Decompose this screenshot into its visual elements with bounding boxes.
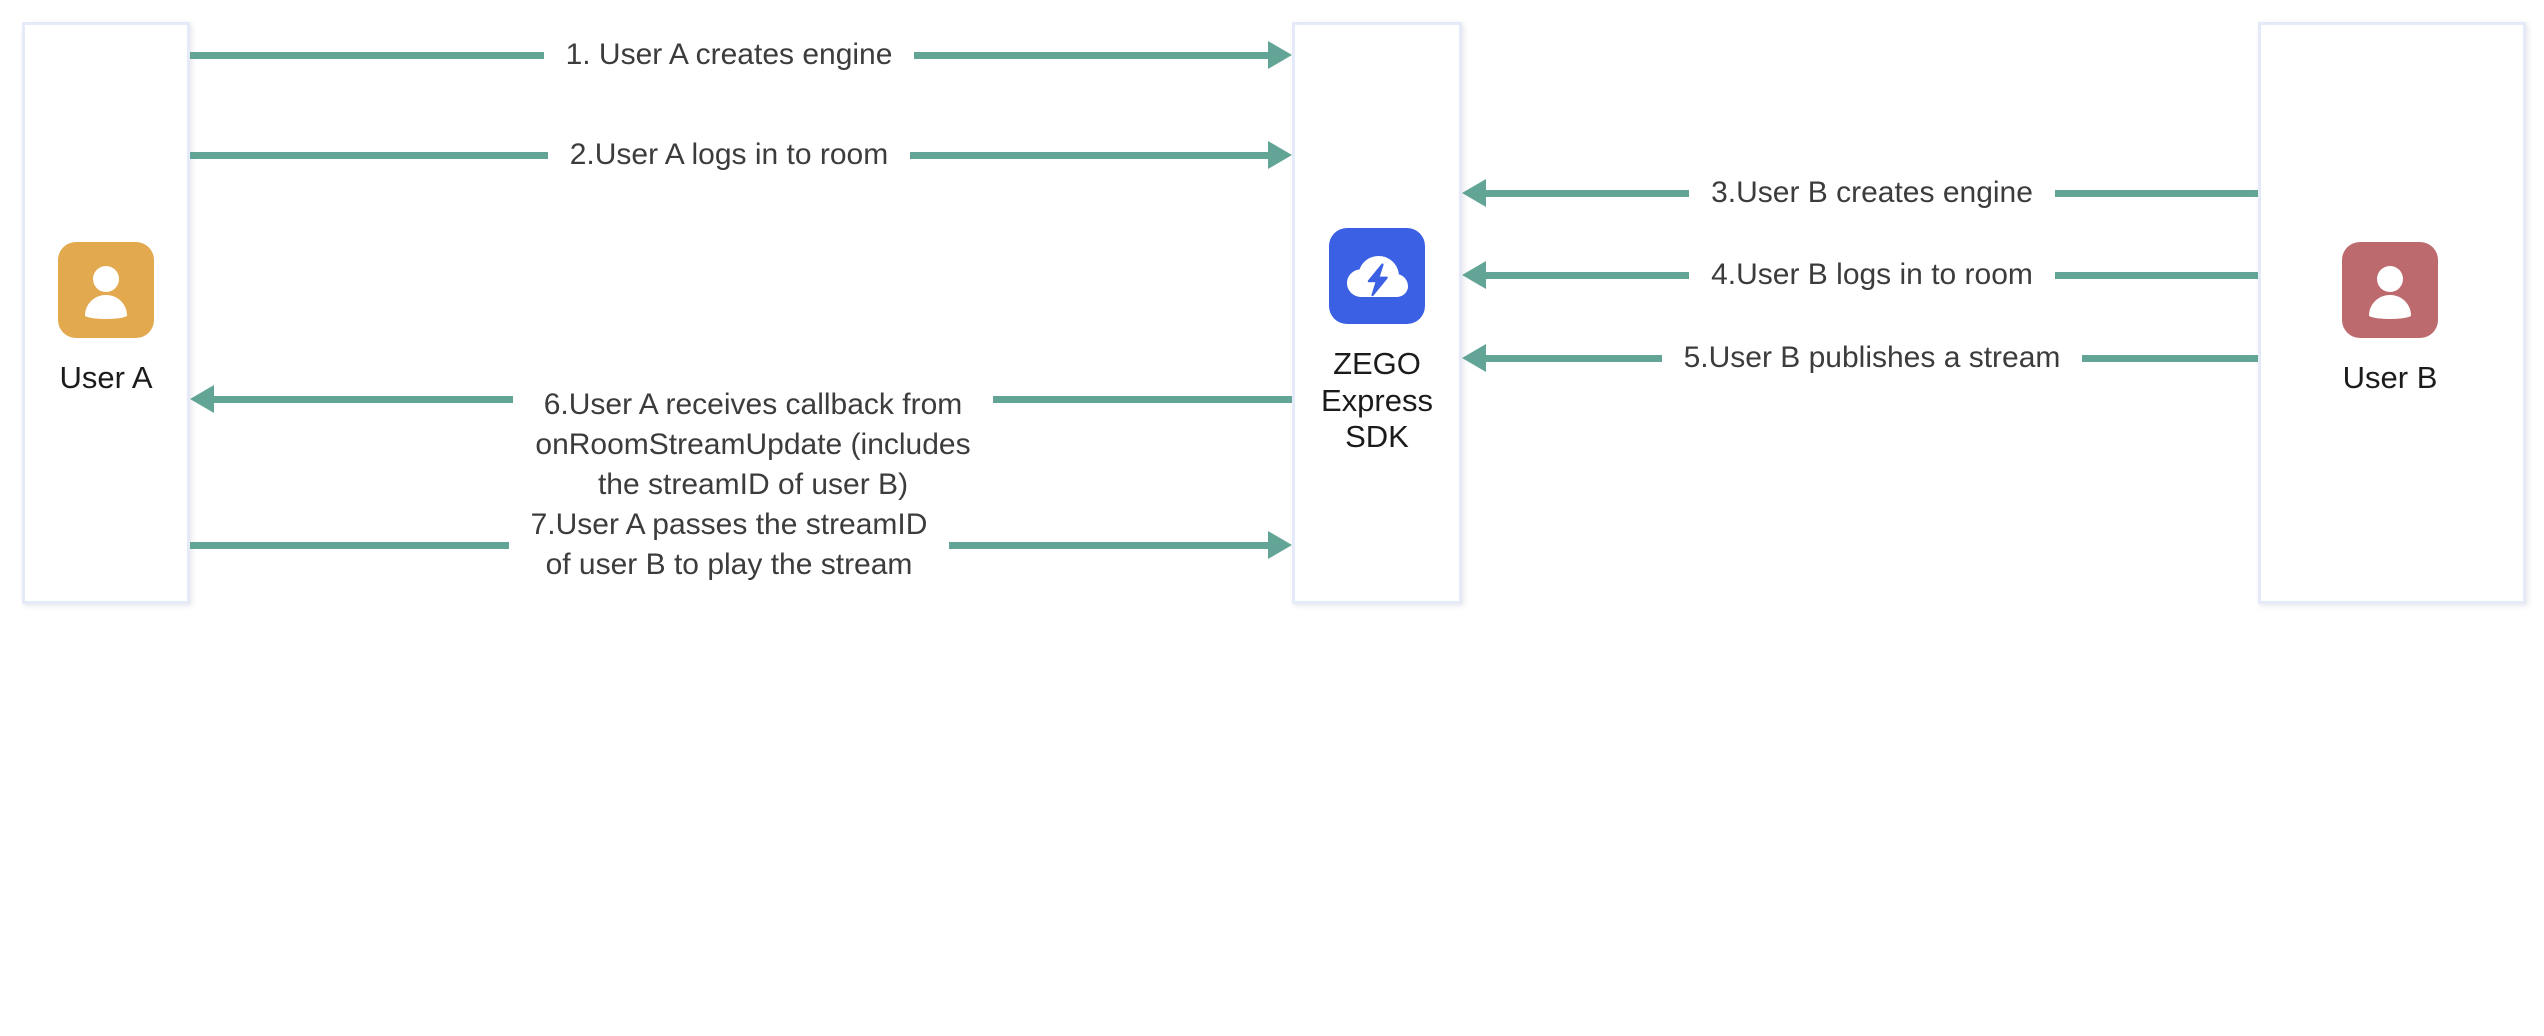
message-label-5: 5.User B publishes a stream [1683, 340, 2061, 374]
actor-user-b: User B [2280, 242, 2500, 397]
person-icon [2342, 242, 2438, 338]
message-label-2: 2.User A logs in to room [569, 137, 889, 171]
arrowhead-right-icon [1268, 141, 1292, 169]
arrowhead-left-icon [1462, 261, 1486, 289]
message-label-6: 6.User A receives callback from onRoomSt… [535, 387, 971, 502]
arrow-segment [949, 541, 1268, 549]
arrow-segment [190, 151, 548, 159]
actor-zego-express-sdk-label: ZEGO Express SDK [1321, 346, 1433, 456]
arrow-segment [1486, 189, 1690, 197]
arrowhead-left-icon [190, 385, 214, 413]
cloud-lightning-icon [1329, 228, 1425, 324]
person-icon [58, 242, 154, 338]
arrow-segment [914, 51, 1268, 59]
sdk-label-line-1: ZEGO [1333, 346, 1421, 381]
arrow-segment [2054, 271, 2259, 279]
arrow-segment [1486, 354, 1662, 362]
arrow-segment [1486, 271, 1690, 279]
actor-zego-express-sdk: ZEGO Express SDK [1267, 228, 1487, 456]
arrow-segment [190, 51, 544, 59]
message-label-7: 7.User A passes the streamID of user B t… [530, 507, 928, 581]
arrowhead-left-icon [1462, 344, 1486, 372]
arrow-segment [2054, 189, 2258, 197]
message-label-1: 1. User A creates engine [565, 37, 893, 71]
actor-user-a: User A [0, 242, 216, 397]
arrow-segment [992, 395, 1293, 403]
arrowhead-left-icon [1462, 179, 1486, 207]
sdk-label-line-3: SDK [1345, 419, 1409, 455]
message-label-4: 4.User B logs in to room [1711, 257, 2033, 291]
actor-user-a-label: User A [59, 360, 153, 395]
arrow-segment [214, 395, 514, 403]
arrow-segment [190, 541, 509, 549]
message-label-3: 3.User B creates engine [1711, 175, 2033, 209]
arrowhead-right-icon [1268, 531, 1292, 559]
actor-user-b-label: User B [2342, 360, 2438, 395]
sdk-label-line-2: Express [1321, 382, 1433, 418]
arrow-segment [2082, 354, 2258, 362]
arrow-segment [910, 151, 1268, 159]
arrowhead-right-icon [1268, 41, 1292, 69]
